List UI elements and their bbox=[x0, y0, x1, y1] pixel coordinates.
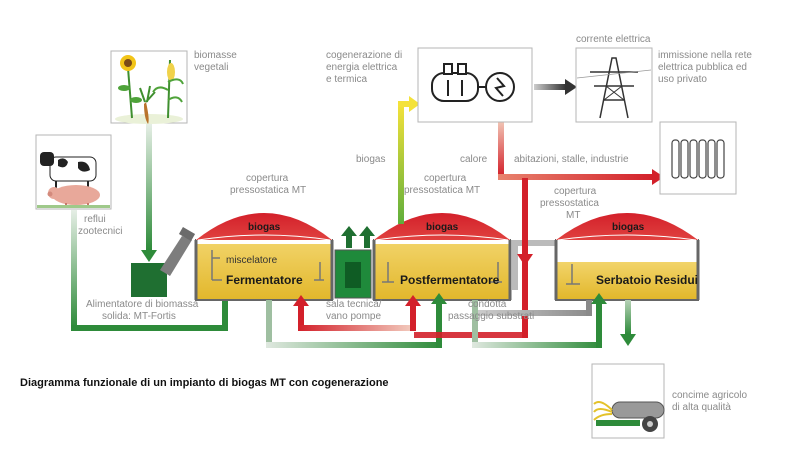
flow-heat-to-buildings bbox=[498, 174, 654, 180]
flow-manure-down bbox=[71, 210, 77, 328]
flow-substrate-2-arrowhead bbox=[591, 293, 607, 304]
label-cogenerazione: cogenerazione di energia elettrica e ter… bbox=[326, 50, 405, 85]
label-corrente: corrente elettrica bbox=[576, 34, 651, 45]
miscelatore-label: miscelatore bbox=[226, 255, 278, 266]
flow-substrate-1h bbox=[266, 342, 442, 348]
corn-icon bbox=[152, 59, 184, 119]
label-copertura-3: copertura pressostatica MT bbox=[540, 186, 602, 221]
chp-unit bbox=[417, 47, 533, 123]
label-reflui: reflui zootecnici bbox=[78, 214, 122, 237]
flow-heat-t1h bbox=[298, 325, 416, 331]
flow-heat-t2-in bbox=[517, 254, 533, 266]
tank1-gas-label: biogas bbox=[248, 222, 281, 233]
radiator-icon bbox=[659, 121, 737, 195]
tractor-spreader-icon bbox=[591, 363, 665, 439]
technical-room bbox=[334, 226, 375, 299]
cow-icon bbox=[40, 152, 97, 192]
label-condotta: condotta passaggio substrati bbox=[448, 299, 534, 322]
flow-substrate-2up bbox=[596, 302, 602, 348]
flow-biogas-arrowhead bbox=[409, 96, 420, 112]
flow-biomass-down bbox=[146, 124, 152, 250]
flow-manure-up bbox=[222, 298, 228, 331]
flow-biomass-arrowhead bbox=[141, 250, 157, 262]
substrate-conduit bbox=[512, 240, 556, 290]
flow-substrate-gray-up bbox=[586, 300, 592, 316]
tank3-name: Serbatoio Residui bbox=[596, 273, 698, 287]
flow-heat-t1 bbox=[298, 305, 304, 331]
flow-heat-t2-arrowhead bbox=[405, 295, 421, 306]
diagram-caption: Diagramma funzionale di un impianto di b… bbox=[20, 377, 389, 389]
flow-heat-main-down bbox=[498, 120, 504, 176]
label-alimentatore: Alimentatore di biomassa solida: MT-Fort… bbox=[86, 299, 201, 322]
flow-substrate-gray bbox=[472, 310, 592, 316]
label-copertura-2: copertura pressostatica MT bbox=[404, 173, 480, 196]
flow-substrate-1-arrowhead bbox=[431, 293, 447, 304]
flow-substrate-2h bbox=[472, 342, 602, 348]
solid-feeder bbox=[131, 227, 196, 297]
flow-heat-t2 bbox=[410, 305, 416, 331]
flow-digestate-arrowhead bbox=[620, 334, 636, 346]
label-abitazioni: abitazioni, stalle, industrie bbox=[514, 154, 629, 165]
pig-icon bbox=[47, 185, 100, 208]
tank3-gas-label: biogas bbox=[612, 222, 645, 233]
flow-electricity-arrowhead bbox=[565, 79, 577, 95]
flow-heat-bottom bbox=[414, 332, 528, 338]
chp-engine-icon bbox=[431, 63, 515, 102]
tank1-name: Fermentatore bbox=[226, 273, 303, 287]
flow-biogas-right bbox=[398, 101, 410, 107]
livestock-icon bbox=[35, 134, 112, 210]
label-calore: calore bbox=[460, 154, 488, 165]
power-pylon-icon bbox=[575, 47, 653, 123]
label-immissione: immissione nella rete elettrica pubblica… bbox=[658, 50, 755, 85]
flow-substrate-1 bbox=[266, 300, 272, 348]
flow-electricity bbox=[534, 84, 566, 90]
tank-postfermentatore bbox=[372, 213, 512, 301]
flow-heat-t1-arrowhead bbox=[293, 295, 309, 306]
label-copertura-1: copertura pressostatica MT bbox=[230, 173, 306, 196]
flow-substrate-1up bbox=[436, 302, 442, 348]
label-biogas-flow: biogas bbox=[356, 154, 385, 165]
label-concime: concime agricolo di alta qualità bbox=[672, 390, 750, 413]
beet-icon bbox=[139, 85, 156, 124]
tank-fermentatore bbox=[194, 213, 334, 301]
plant-biomass-icon bbox=[110, 50, 188, 124]
label-sala-tecnica: sala tecnica/ vano pompe bbox=[326, 299, 384, 322]
tank2-gas-label: biogas bbox=[426, 222, 459, 233]
flow-heat-buildings-arrowhead bbox=[652, 169, 664, 185]
sunflower-icon bbox=[118, 55, 142, 119]
flow-manure-right bbox=[71, 325, 228, 331]
tank2-name: Postfermentatore bbox=[400, 273, 500, 287]
tank-serbatoio-residui bbox=[554, 213, 700, 301]
flow-digestate-down bbox=[625, 300, 631, 334]
flow-substrate-2 bbox=[472, 300, 478, 348]
flow-biogas-up bbox=[398, 104, 404, 224]
label-biomasse: biomasse vegetali bbox=[194, 50, 240, 73]
